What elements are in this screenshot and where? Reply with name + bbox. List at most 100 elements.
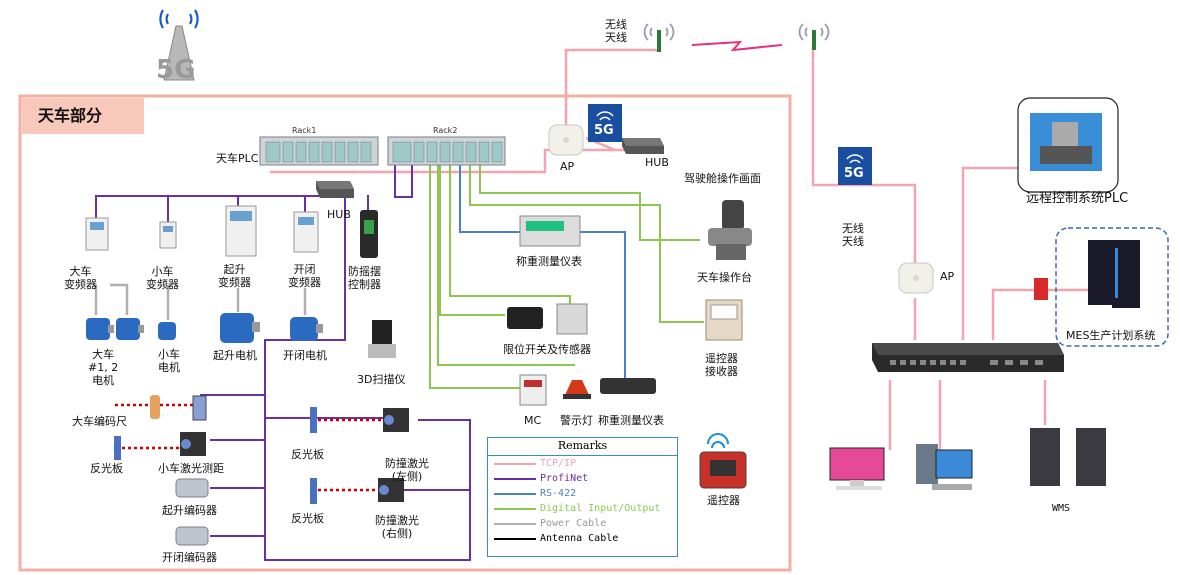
- legend-swatch: [494, 508, 536, 510]
- open-encoder-icon: [175, 526, 209, 546]
- legend-swatch: [494, 493, 536, 495]
- weigh-meter-top-icon: [519, 215, 581, 247]
- wireless-top-label: 无线 天线: [605, 18, 627, 44]
- warning-lamp-label: 警示灯: [560, 414, 593, 427]
- anti-sway-label: 防摇摆 控制器: [348, 265, 381, 291]
- motor-big-1-icon: [86, 318, 114, 340]
- remote-plc-frame: [1017, 97, 1119, 193]
- motor-open-icon: [290, 317, 323, 341]
- weigh-meter-bottom-icon: [600, 378, 656, 394]
- encoder-ruler-label: 大车编码尺: [72, 415, 127, 428]
- reflector-mid1-icon: [310, 407, 317, 433]
- desktop-pc-icon: [916, 444, 973, 490]
- warning-lamp-icon: [563, 380, 591, 399]
- hub-mid-label: HUB: [327, 208, 351, 221]
- wms-label: WMS: [1052, 503, 1071, 514]
- anti-collision-left-label: 防撞激光 (左侧): [385, 457, 429, 483]
- mc-contactor-icon: [519, 374, 547, 406]
- limit-switch-icon: [507, 307, 543, 329]
- vfd-hoist-label: 起升 变频器: [218, 263, 251, 289]
- 5g-badge-right-label: 5G: [844, 166, 864, 181]
- remote-receiver-icon: [705, 299, 743, 341]
- vfd-small-icon: [159, 221, 177, 249]
- legend-swatch: [494, 538, 536, 540]
- vfd-big-icon: [85, 217, 109, 251]
- vfd-hoist-icon: [225, 205, 257, 257]
- wireless-link: [691, 40, 783, 52]
- vfd-big-label: 大车 变频器: [64, 265, 97, 291]
- 3d-scanner-icon: [368, 320, 396, 358]
- motor-small-icon: [158, 322, 176, 340]
- ap-top-label: AP: [560, 160, 575, 173]
- crane-console-icon: [708, 200, 752, 260]
- hub-mid-icon: [316, 181, 354, 198]
- network-switch-icon: [872, 343, 1064, 372]
- legend-label: Power Cable: [540, 518, 607, 529]
- hoist-encoder-icon: [175, 478, 209, 498]
- dio-links: [429, 160, 704, 389]
- access-point-right-icon: [898, 262, 934, 294]
- rack2: [387, 136, 506, 166]
- legend-item: Digital Input/Output: [494, 501, 677, 516]
- ap-right-label: AP: [940, 270, 955, 283]
- legend-label: Antenna Cable: [540, 533, 619, 544]
- crane-section-frame: [18, 94, 792, 572]
- reflector-left-icon: [114, 436, 121, 460]
- reflector-mid2-icon: [310, 478, 317, 504]
- antenna-top-icon: [643, 23, 675, 52]
- 5g-tower-logo-icon: [159, 9, 199, 81]
- wireless-right-label: 无线 天线: [842, 222, 864, 248]
- remote-controller-icon: [699, 433, 747, 489]
- trolley-laser-icon: [180, 432, 206, 456]
- anti-collision-right-icon: [378, 478, 404, 502]
- legend-label: RS-422: [540, 488, 577, 499]
- motor-big-label: 大车 #1, 2 电机: [88, 348, 119, 387]
- legend-item: RS-422: [494, 486, 677, 501]
- legend-label: Digital Input/Output: [540, 503, 661, 514]
- motor-hoist-icon: [220, 313, 260, 343]
- legend-label: TCP/IP: [540, 458, 577, 469]
- legend-item: TCP/IP: [494, 456, 677, 471]
- trolley-laser-label: 小车激光测距: [158, 462, 224, 475]
- reflector-mid1-label: 反光板: [291, 448, 324, 461]
- mes-frame: [1055, 227, 1169, 347]
- rs422-links: [459, 160, 626, 380]
- 5g-badge-right-icon: [838, 147, 872, 185]
- ruler-reader-icon: [192, 395, 207, 421]
- legend-swatch: [494, 463, 536, 465]
- legend-swatch: [494, 523, 536, 525]
- motor-small-label: 小车 电机: [158, 348, 180, 374]
- anti-collision-right-label: 防撞激光 (右侧): [375, 514, 419, 540]
- section-title: 天车部分: [22, 98, 144, 134]
- mc-label: MC: [524, 414, 542, 427]
- 5g-badge-top-label: 5G: [594, 123, 614, 138]
- reflector-mid2-label: 反光板: [291, 512, 324, 525]
- weigh-bottom-label: 称重测量仪表: [598, 414, 664, 427]
- mes-label: MES生产计划系统: [1066, 329, 1156, 342]
- tcp-links: [270, 45, 1088, 450]
- vfd-small-label: 小车 变频器: [146, 265, 179, 291]
- vfd-open-icon: [293, 211, 319, 253]
- power-links: [94, 283, 307, 320]
- rack1-label: Rack1: [292, 126, 317, 135]
- hoist-encoder-label: 起升编码器: [162, 504, 217, 517]
- reflector-left-label: 反光板: [90, 462, 123, 475]
- firewall-icon: [1034, 278, 1048, 300]
- motor-big-2-icon: [116, 318, 144, 340]
- legend-title: Remarks: [488, 438, 677, 456]
- wms-server-icon: [1030, 428, 1106, 486]
- remote-plc-label: 远程控制系统PLC: [1026, 191, 1129, 206]
- legend-item: Power Cable: [494, 516, 677, 531]
- motor-hoist-label: 起升电机: [213, 349, 257, 362]
- hub-top-icon: [622, 138, 664, 154]
- open-encoder-label: 开闭编码器: [162, 551, 217, 564]
- legend-item: Antenna Cable: [494, 531, 677, 546]
- hub-top-label: HUB: [645, 156, 669, 169]
- anti-sway-controller-icon: [360, 210, 378, 258]
- sensor-icon: [556, 303, 588, 335]
- profinet-links: [95, 160, 471, 561]
- legend-item: ProfiNet: [494, 471, 677, 486]
- 5g-badge-top-icon: [588, 104, 622, 142]
